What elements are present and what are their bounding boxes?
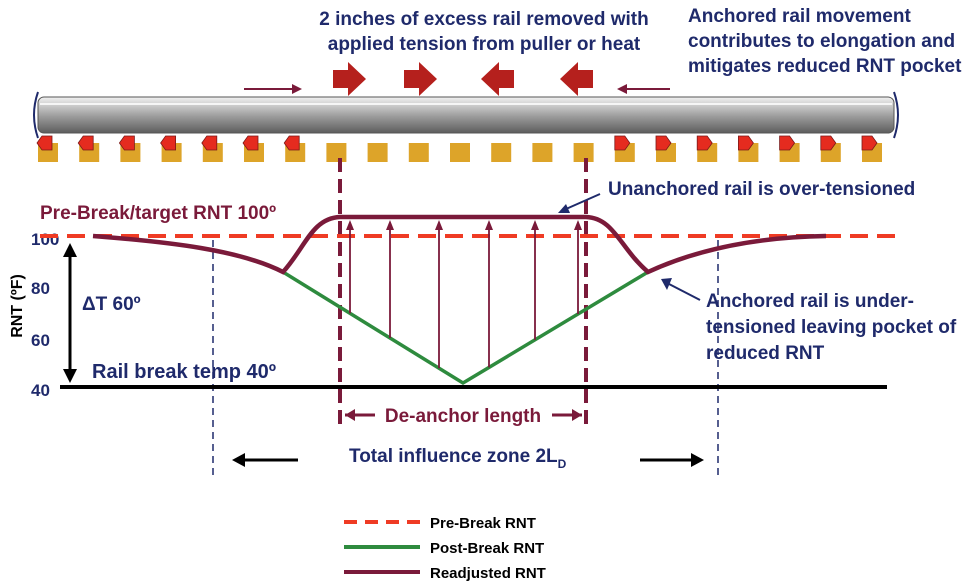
y-tick-40: 40 [31, 381, 50, 400]
y-axis-label: RNT (ºF) [9, 274, 26, 338]
rail [33, 91, 899, 139]
tie [367, 143, 388, 162]
total-zone-main: Total influence zone 2L [349, 446, 558, 467]
tension-arrows [333, 62, 593, 96]
rail-anchor [118, 135, 135, 151]
tie [532, 143, 553, 162]
delta-t-arrow [63, 243, 77, 383]
total-zone-arrows [232, 453, 704, 467]
rail-anchor [861, 135, 878, 151]
top-center-text-line2: applied tension from puller or heat [328, 34, 641, 55]
anchored-label-line1: Anchored rail is under- [706, 291, 914, 312]
tension-arrowhead [531, 220, 539, 230]
legend-label-pre-break: Pre-Break RNT [430, 515, 536, 532]
y-tick-100: 100 [31, 230, 59, 249]
rail-anchor [160, 135, 177, 151]
anchored-label-line3: reduced RNT [706, 343, 825, 364]
rail-movement-arrows [244, 84, 670, 94]
y-tick-60: 60 [31, 331, 50, 350]
tension-arrowhead [574, 220, 582, 230]
anchors [36, 135, 878, 151]
rail-anchor [655, 135, 672, 151]
legend-item-readjusted: Readjusted RNT [344, 565, 546, 582]
de-anchor-arrow [345, 409, 582, 421]
tension-arrowhead [346, 220, 354, 230]
tie [573, 143, 594, 162]
red-arrow-right-2 [404, 62, 437, 96]
unanchored-label: Unanchored rail is over-tensioned [608, 179, 915, 200]
total-zone-label: Total influence zone 2LD [349, 446, 567, 471]
rail-anchor [242, 135, 259, 151]
tie [450, 143, 470, 162]
rail-anchor [201, 135, 218, 151]
top-center-text-line1: 2 inches of excess rail removed with [319, 9, 648, 30]
top-right-text-line2: contributes to elongation and [688, 31, 955, 52]
rail-anchor [820, 135, 837, 151]
rail-anchor [77, 135, 94, 151]
red-arrow-right-1 [333, 62, 366, 96]
de-anchor-label: De-anchor length [385, 406, 541, 427]
tie [326, 143, 347, 162]
red-arrow-left-2 [560, 62, 593, 96]
tension-arrowhead [485, 220, 493, 230]
tension-lines [346, 220, 582, 369]
legend-item-pre-break: Pre-Break RNT [344, 515, 536, 532]
delta-t-label: ΔT 60º [82, 294, 141, 315]
total-zone-subscript: D [558, 457, 567, 471]
rail-break-label: Rail break temp 40º [92, 361, 276, 383]
tension-arrowhead [435, 220, 443, 230]
rail-anchor [779, 135, 796, 151]
post-break-rnt-line [282, 270, 649, 386]
anchored-pointer [661, 278, 701, 301]
rail-anchor [283, 135, 300, 151]
unanchored-pointer [558, 193, 601, 213]
legend-label-readjusted: Readjusted RNT [430, 565, 546, 582]
anchored-label-line2: tensioned leaving pocket of [706, 317, 957, 338]
rail-anchor [738, 135, 754, 151]
legend-item-post-break: Post-Break RNT [344, 540, 544, 557]
tension-arrowhead [386, 220, 394, 230]
tie [408, 143, 429, 162]
readjusted-rnt-curve [92, 214, 827, 275]
legend-label-post-break: Post-Break RNT [430, 540, 544, 557]
top-right-text-line1: Anchored rail movement [688, 6, 911, 27]
boundary-lines [212, 158, 719, 478]
rail-anchor [614, 135, 631, 151]
rail-anchor [696, 135, 713, 151]
legend: Pre-Break RNT Post-Break RNT Readjusted … [344, 515, 546, 582]
y-tick-80: 80 [31, 279, 50, 298]
rail-anchor [36, 135, 53, 151]
red-arrow-left-1 [481, 62, 514, 96]
top-right-text-line3: mitigates reduced RNT pocket [688, 56, 962, 77]
pre-break-target-label: Pre-Break/target RNT 100º [40, 203, 276, 224]
tie [491, 143, 512, 162]
